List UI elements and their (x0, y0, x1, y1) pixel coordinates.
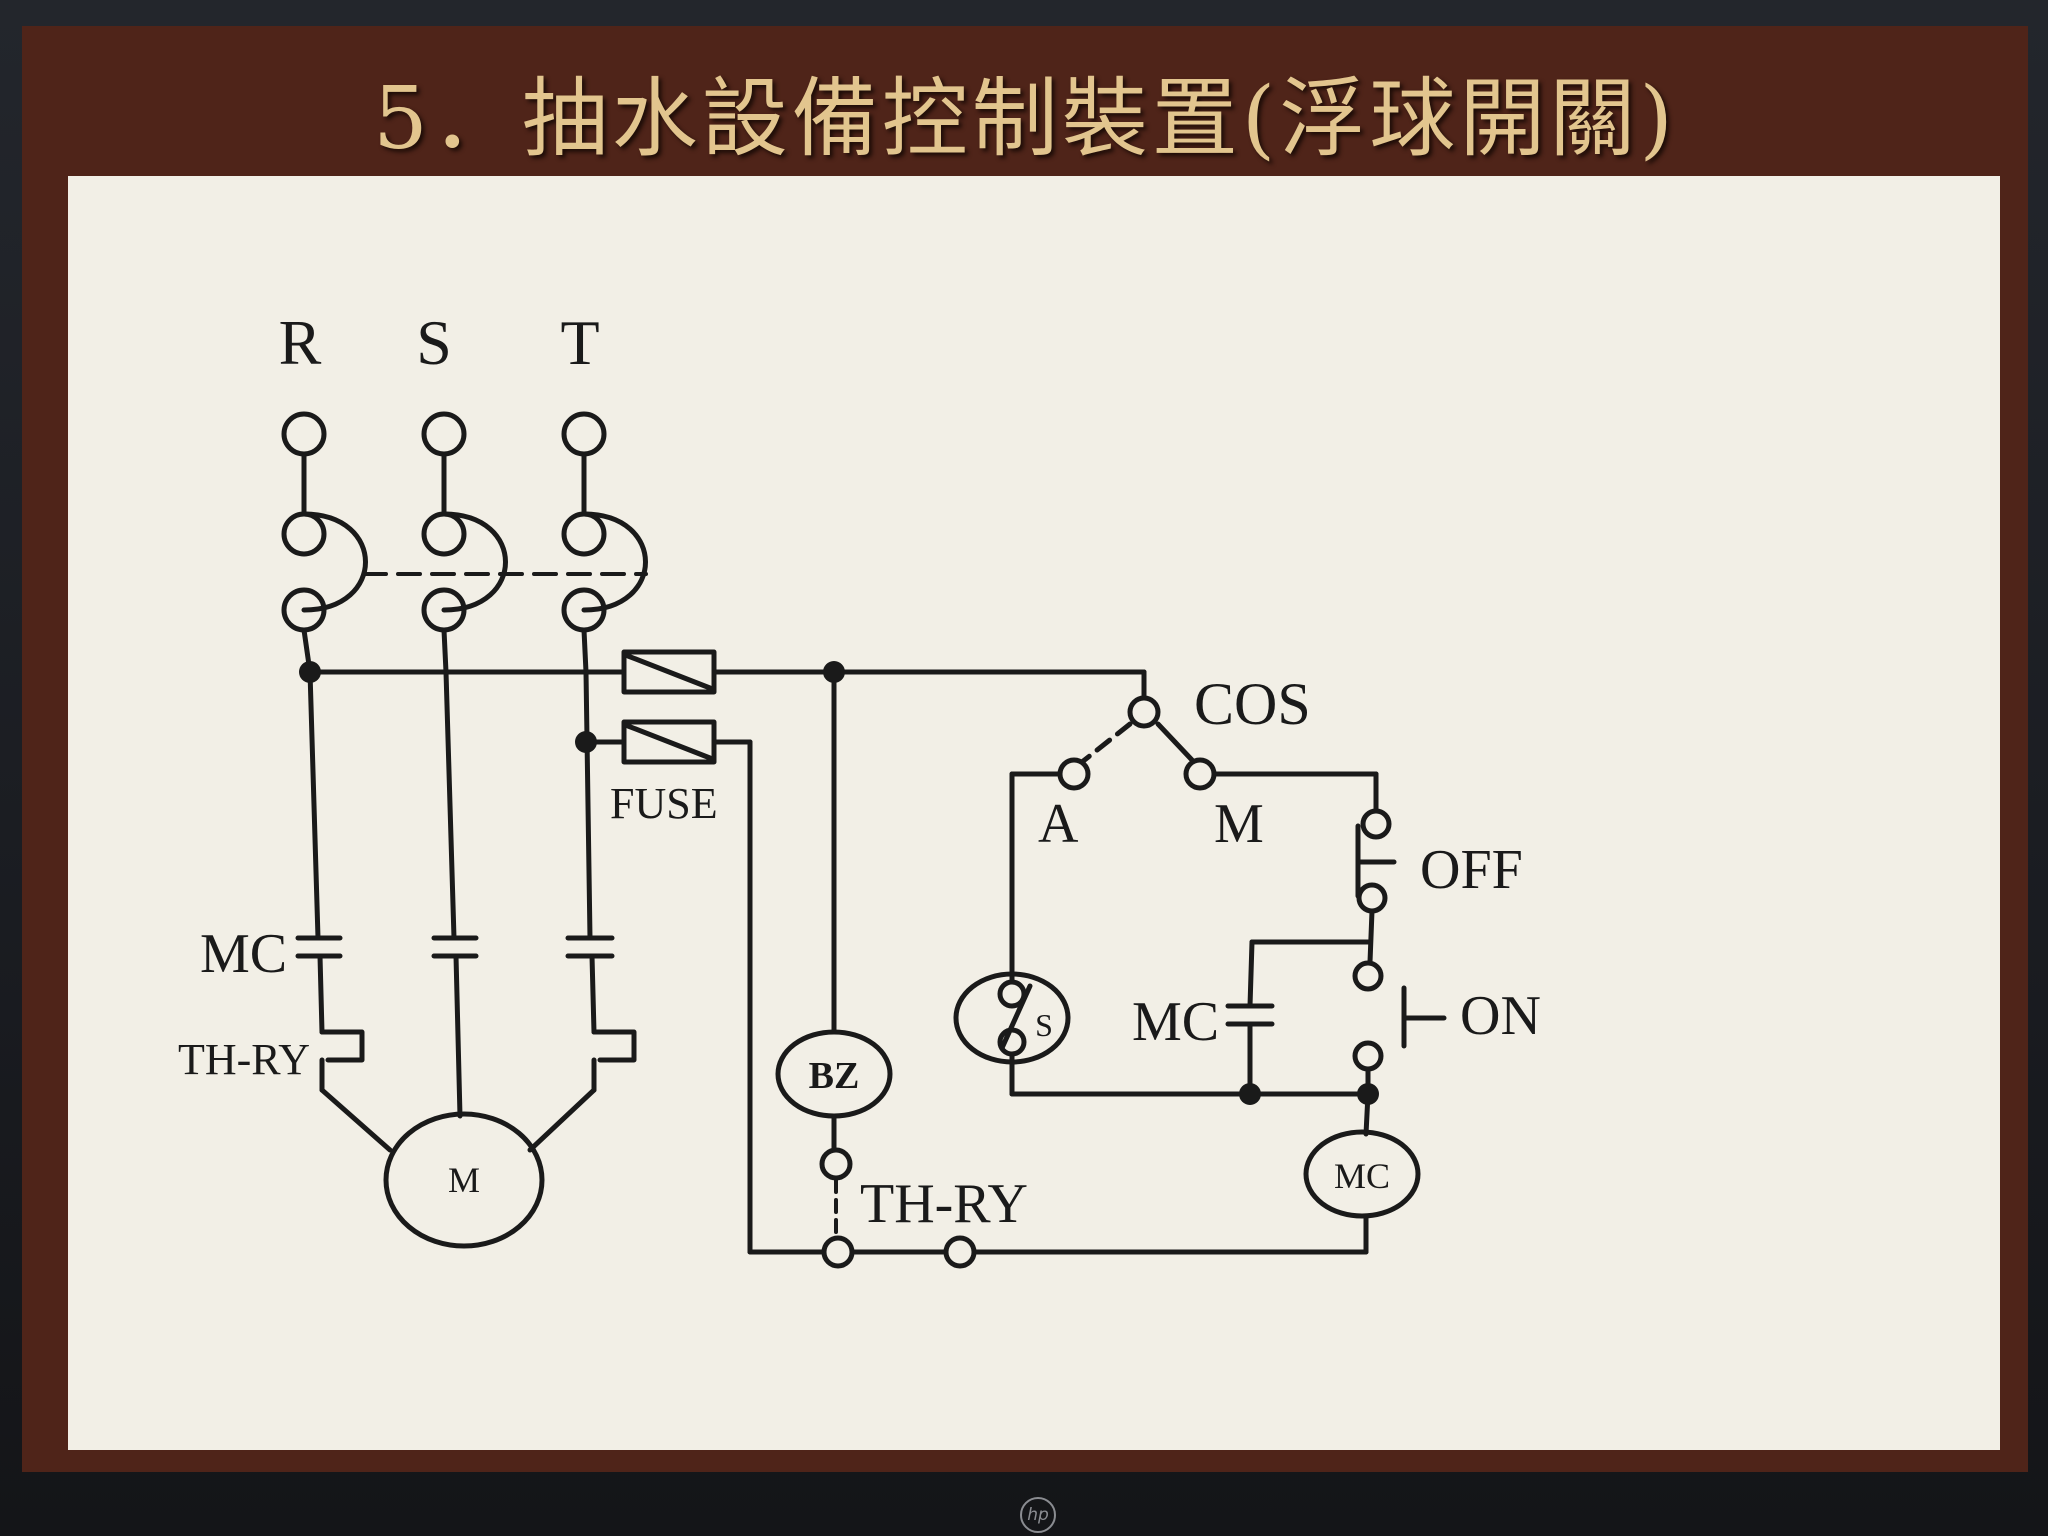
circuit-breaker (281, 411, 648, 675)
fuse-label: FUSE (610, 779, 718, 828)
on-label: ON (1460, 985, 1541, 1047)
mc-coil-label: MC (1334, 1156, 1390, 1196)
diagram-panel: R S T MC TH-RY FUSE COS A M OFF ON MC MC… (68, 176, 2000, 1450)
motor-power-lines (295, 669, 637, 1153)
push-buttons (1225, 808, 1447, 1097)
auto-label: A (1038, 793, 1079, 855)
mc-aux-label: MC (1132, 991, 1219, 1053)
float-switch (953, 971, 1371, 1097)
phase-t-label: T (560, 307, 599, 378)
buzzer-label: BZ (809, 1055, 860, 1097)
hp-logo: hp (1020, 1497, 1056, 1533)
off-label: OFF (1420, 839, 1523, 901)
cos-selector (1009, 695, 1379, 985)
fuse-block (307, 649, 1147, 765)
phase-s-label: S (416, 307, 452, 378)
buzzer-branch (747, 669, 1369, 1269)
manual-label: M (1214, 793, 1264, 855)
junction-dots (299, 661, 1379, 1105)
float-switch-label: S (1035, 1007, 1053, 1043)
motor-symbol (383, 1111, 545, 1249)
thry-ctrl-label: TH-RY (860, 1173, 1028, 1235)
phase-r-label: R (279, 307, 322, 378)
control-circuit-diagram: R S T MC TH-RY FUSE COS A M OFF ON MC MC… (178, 307, 1541, 1269)
motor-label: M (448, 1160, 480, 1200)
slide-title: 5．抽水設備控制裝置(浮球開關) (373, 69, 1677, 169)
mc-main-label: MC (200, 923, 287, 985)
thry-main-label: TH-RY (178, 1035, 310, 1084)
cos-label: COS (1194, 671, 1311, 737)
